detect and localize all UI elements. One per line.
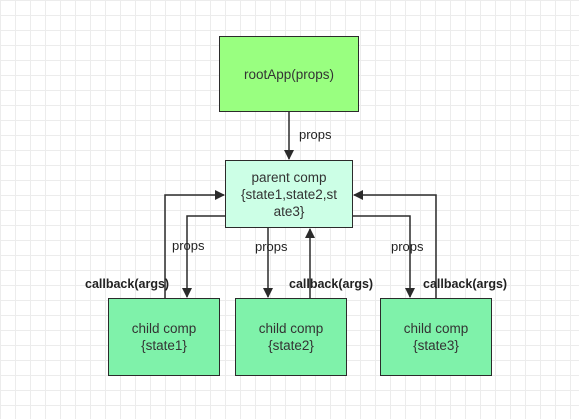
edge-label-child3-callback: callback(args) (423, 277, 508, 291)
root-app-label: rootApp(props) (243, 66, 335, 82)
child3-line-1: child comp (403, 321, 469, 336)
child2-line-1: child comp (258, 321, 324, 336)
edge-label-child2-props: props (255, 239, 288, 254)
parent-comp-line-1: parent comp (251, 169, 327, 185)
edge-parent-to-child1 (182, 215, 225, 298)
parent-comp-line-2: {state1,state2,st (240, 186, 338, 202)
child1-line-1: child comp (131, 321, 197, 336)
child-comp-node-3: child comp {state3} (380, 298, 492, 376)
child-comp-node-1: child comp {state1} (108, 298, 220, 376)
edge-label-child1-callback: callback(args) (85, 277, 170, 291)
edge-label-root-props: props (299, 127, 332, 142)
child2-line-2: {state2} (268, 338, 314, 353)
edge-child1-to-parent (164, 190, 225, 298)
edge-label-child3-props: props (391, 239, 424, 254)
edge-label-child2-callback: callback(args) (289, 277, 374, 291)
child-comp-node-2: child comp {state2} (235, 298, 347, 376)
parent-comp-node: parent comp {state1,state2,st ate3} (225, 160, 353, 228)
parent-comp-line-3: ate3} (273, 203, 305, 219)
child3-line-2: {state3} (413, 338, 459, 353)
edge-child3-to-parent (353, 190, 437, 298)
edge-label-child1-props: props (172, 238, 205, 253)
root-app-node: rootApp(props) (219, 36, 359, 112)
child1-line-2: {state1} (141, 338, 187, 353)
edge-parent-to-child3 (353, 215, 415, 298)
